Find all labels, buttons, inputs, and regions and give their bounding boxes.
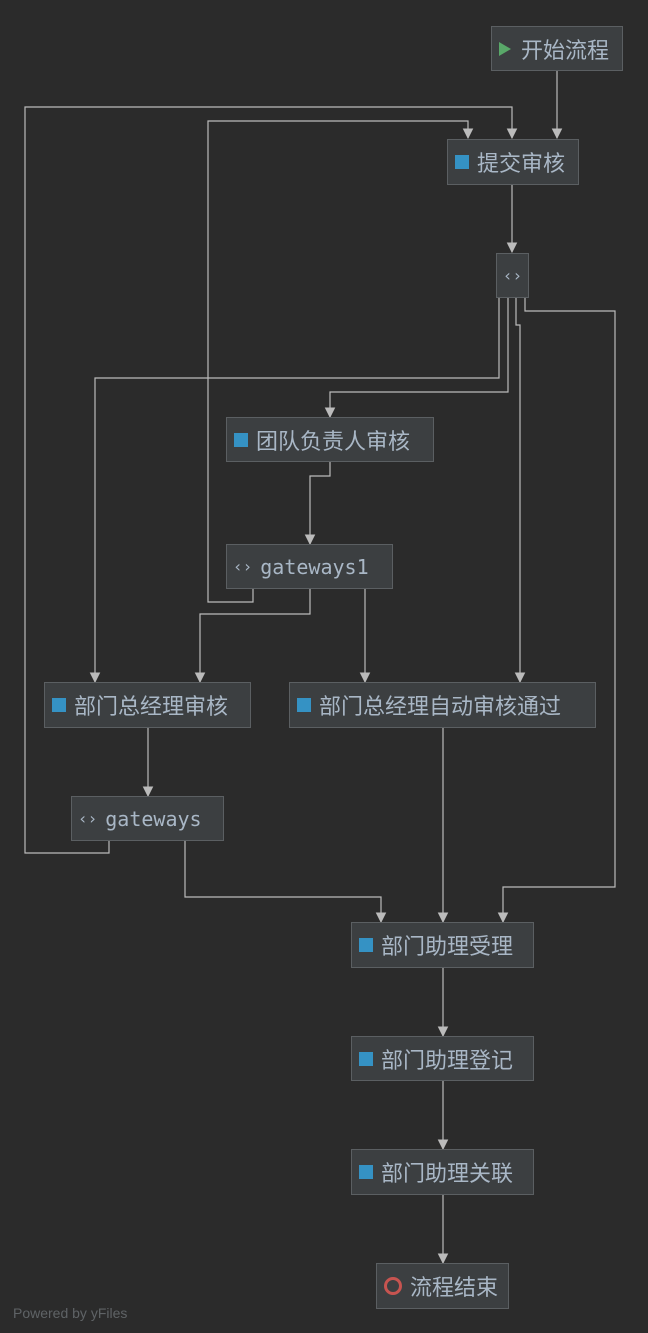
edge-gateway0-gm-auto (514, 298, 526, 684)
end-node[interactable]: 流程结束 (376, 1263, 509, 1309)
edge-gateway0-team (324, 298, 509, 419)
assistant-register-label: 部门助理登记 (381, 1048, 514, 1074)
submit-review-label: 提交审核 (477, 152, 566, 177)
task-icon (455, 155, 469, 169)
edge-gateways-submit-loop (24, 106, 518, 854)
end-icon (384, 1277, 402, 1295)
edge-gateways-assist-accept (184, 841, 387, 924)
task-icon (297, 698, 311, 712)
gateways-node[interactable]: ‹› gateways (71, 796, 224, 841)
assistant-accept-node[interactable]: 部门助理受理 (351, 922, 534, 968)
end-node-label: 流程结束 (410, 1276, 499, 1301)
gateway-node[interactable]: ‹› (496, 253, 529, 298)
gateways-label: gateways (105, 806, 202, 831)
edge-gateways1-gm-review (194, 589, 311, 684)
gateway-icon: ‹› (78, 809, 98, 828)
gm-review-label: 部门总经理审核 (74, 695, 229, 720)
gm-auto-approve-node[interactable]: 部门总经理自动审核通过 (289, 682, 596, 728)
task-icon (359, 938, 373, 952)
gateway-icon: ‹› (233, 557, 253, 576)
edge-gateway0-assist-accept (497, 298, 616, 924)
edge-gateways1-submit-loop (207, 120, 474, 603)
gm-review-node[interactable]: 部门总经理审核 (44, 682, 251, 728)
team-leader-review-label: 团队负责人审核 (256, 429, 411, 455)
edge-team-gateways1 (304, 461, 331, 546)
gateways1-label: gateways1 (260, 554, 369, 579)
edge-gateway0-gm-review (89, 298, 500, 684)
powered-by-footer: Powered by yFiles (13, 1305, 128, 1321)
gateway-icon: ‹› (502, 266, 523, 285)
assistant-accept-label: 部门助理受理 (381, 935, 514, 960)
gm-auto-approve-label: 部门总经理自动审核通过 (319, 695, 562, 720)
task-icon (52, 698, 66, 712)
start-node-label: 开始流程 (521, 38, 610, 64)
task-icon (359, 1165, 373, 1179)
task-icon (234, 432, 248, 447)
gateways1-node[interactable]: ‹› gateways1 (226, 544, 393, 589)
submit-review-node[interactable]: 提交审核 (447, 139, 579, 185)
start-node[interactable]: 开始流程 (491, 26, 623, 71)
assistant-register-node[interactable]: 部门助理登记 (351, 1036, 534, 1081)
team-leader-review-node[interactable]: 团队负责人审核 (226, 417, 434, 462)
assistant-link-node[interactable]: 部门助理关联 (351, 1149, 534, 1195)
assistant-link-label: 部门助理关联 (381, 1162, 514, 1187)
task-icon (359, 1051, 373, 1066)
play-icon (499, 41, 511, 56)
